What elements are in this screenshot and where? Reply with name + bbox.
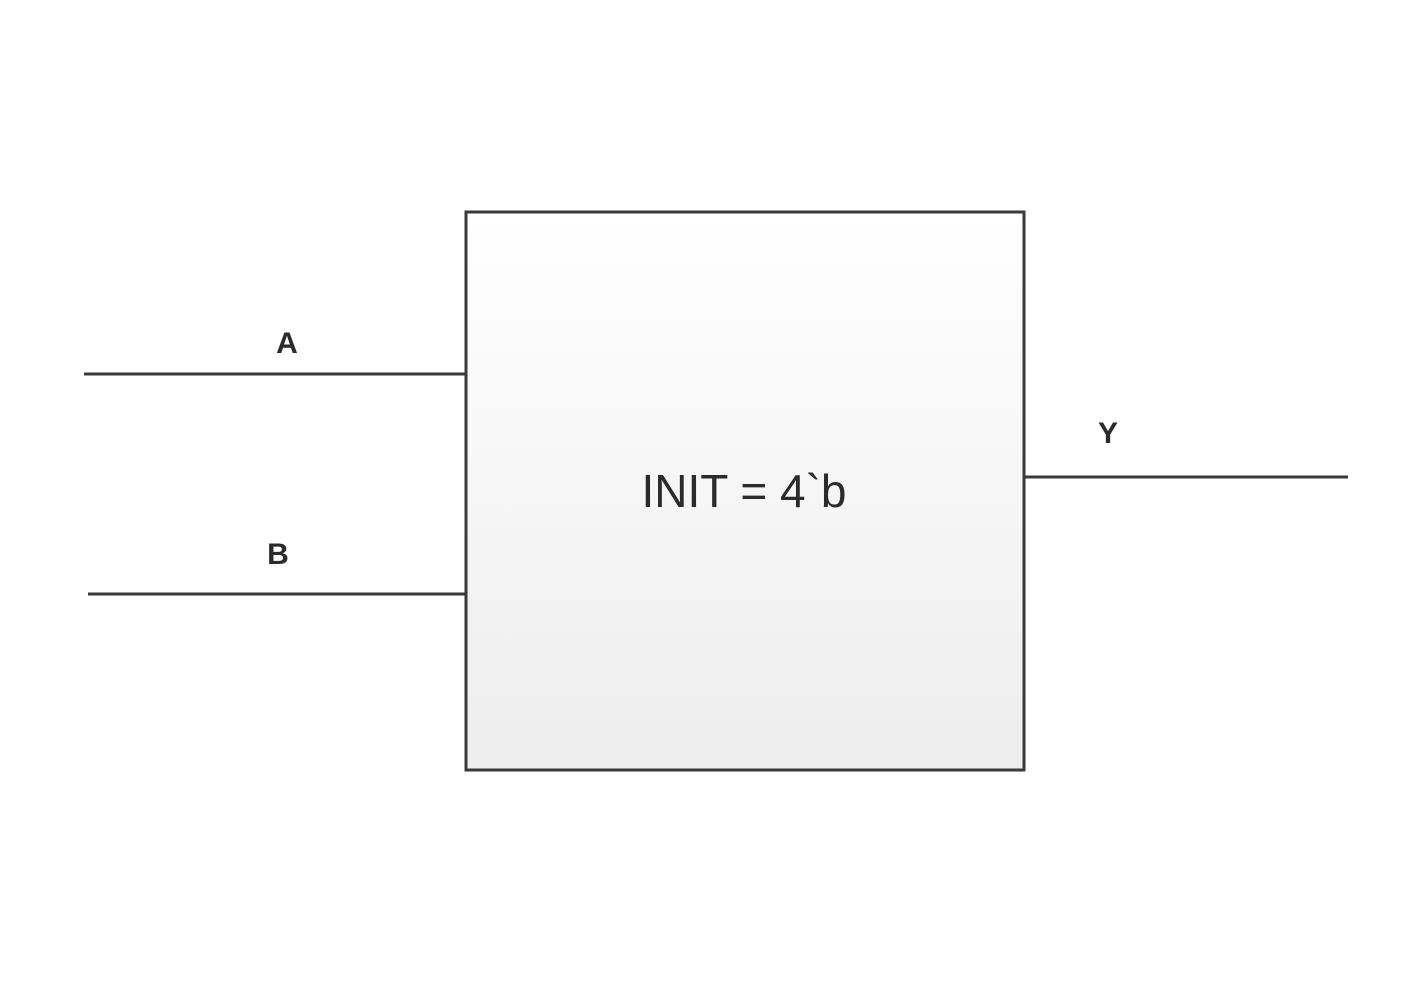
port-label-a: A xyxy=(276,327,298,360)
logic-block xyxy=(464,210,1026,772)
block-init-label: INIT = 4`b xyxy=(642,465,847,517)
port-label-b: B xyxy=(267,538,289,571)
port-label-y: Y xyxy=(1098,417,1118,450)
